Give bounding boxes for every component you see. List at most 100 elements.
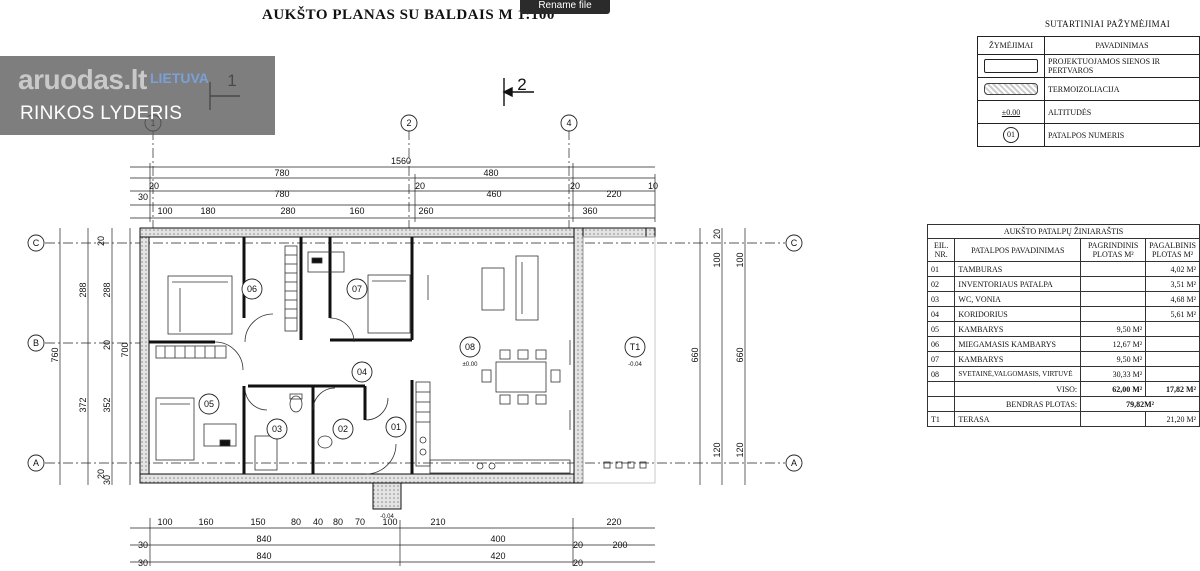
dim-top-100: 100 — [157, 206, 172, 216]
logo-sub-text: RINKOS LYDERIS — [20, 103, 183, 124]
dim-top-20c: 20 — [570, 181, 580, 191]
axis-label-c-right: C — [791, 238, 798, 248]
legend-row-walls: PROJEKTUOJAMOS SIENOS IR PERTVAROS — [1044, 54, 1200, 78]
dim-bottom-210: 210 — [430, 517, 445, 527]
plain-wall-swatch-icon — [984, 59, 1038, 73]
axis-label-v4: 4 — [566, 118, 571, 128]
room-01-number: 01 — [391, 422, 401, 432]
dim-right-120b: 120 — [735, 442, 745, 457]
dim-top-480: 480 — [483, 168, 498, 178]
aruodas-logo: aruodas.lt LIETUVA RINKOS LYDERIS — [0, 56, 275, 135]
room-number-symbol: 01 — [1003, 127, 1019, 143]
dim-top-360: 360 — [582, 206, 597, 216]
dim-left-20-top: 20 — [96, 236, 106, 246]
section-mark-2: 2 — [517, 75, 526, 94]
dim-right-20a: 20 — [712, 229, 722, 239]
dim-right-100a: 100 — [712, 252, 722, 267]
dim-bottom-30b: 30 — [138, 558, 148, 568]
room-08-altitude: ±0.00 — [463, 362, 479, 368]
logo-overlay-text: LIETUVA — [150, 70, 209, 86]
terrace-altitude: -0.04 — [628, 362, 642, 368]
legend-header-symbol: ŽYMĖJIMAI — [977, 36, 1045, 55]
dim-bottom-80b: 80 — [333, 517, 343, 527]
schedule-header-name: PATALPOS PAVADINIMAS — [954, 238, 1082, 262]
dim-bottom-100: 100 — [157, 517, 172, 527]
terrace-number: T1 — [630, 342, 641, 352]
dim-top-180: 180 — [200, 206, 215, 216]
dim-top-30: 30 — [138, 192, 148, 202]
schedule-grand-label: BENDRAS PLOTAS: — [954, 396, 1082, 412]
dim-top-280: 280 — [280, 206, 295, 216]
axis-label-b-left: B — [33, 338, 39, 348]
legend-row-room-number: PATALPOS NUMERIS — [1044, 123, 1200, 147]
page-title: AUKŠTO PLANAS SU BALDAIS M 1:100 — [262, 7, 555, 23]
dim-top-260: 260 — [418, 206, 433, 216]
dim-bottom-20b: 20 — [573, 558, 583, 568]
dim-bottom-220: 220 — [606, 517, 621, 527]
dim-top-780b: 780 — [274, 189, 289, 199]
dim-left-20: 20 — [102, 340, 112, 350]
room-schedule-table: AUKŠTO PATALPŲ ŽINIARAŠTIS EIL. NR. PATA… — [926, 224, 1200, 427]
hatch-insulation-swatch-icon — [984, 83, 1038, 95]
rename-file-button[interactable]: Rename file — [520, 0, 610, 14]
schedule-total-main: 62,00 M² — [1080, 381, 1147, 397]
entry-step — [372, 482, 402, 510]
furniture — [155, 236, 656, 484]
dim-right-100b: 100 — [735, 252, 745, 267]
dim-left-288b: 288 — [102, 282, 112, 297]
dim-bottom-420: 420 — [490, 551, 505, 561]
room-02-number: 02 — [338, 424, 348, 434]
dim-bottom-20a: 20 — [573, 540, 583, 550]
room-number-circles — [198, 278, 646, 440]
dim-top-160: 160 — [349, 206, 364, 216]
dim-top-20a: 20 — [149, 181, 159, 191]
dim-bottom-70: 70 — [355, 517, 365, 527]
axis-label-v2: 2 — [406, 118, 411, 128]
dim-left-30: 30 — [102, 475, 112, 485]
interior-partitions — [149, 237, 414, 474]
room-04-number: 04 — [357, 367, 367, 377]
altitude-symbol: ±0.00 — [1001, 107, 1021, 117]
entry-altitude: -0.04 — [380, 514, 394, 520]
dim-bottom-80a: 80 — [291, 517, 301, 527]
schedule-header-main: PAGRINDINIS PLOTAS M² — [1080, 238, 1147, 262]
dim-left-20-bottom: 20 — [96, 469, 106, 479]
dim-top-460: 460 — [486, 189, 501, 199]
axis-label-c-left: C — [33, 238, 40, 248]
schedule-total-label: VISO: — [954, 381, 1082, 397]
room-07-number: 07 — [352, 284, 362, 294]
dim-bottom-160: 160 — [198, 517, 213, 527]
schedule-grand-row: BENDRAS PLOTAS: 79,82M² — [926, 396, 1200, 412]
room-05-number: 05 — [204, 399, 214, 409]
schedule-total-aux: 17,82 M² — [1145, 381, 1200, 397]
dim-left-372: 372 — [78, 397, 88, 412]
room-03-number: 03 — [272, 424, 282, 434]
schedule-header-nr: EIL. NR. — [926, 238, 956, 262]
dim-right-120a: 120 — [712, 442, 722, 457]
legend-table: ŽYMĖJIMAI PAVADINIMAS PROJEKTUOJAMOS SIE… — [977, 36, 1200, 147]
dim-top-total: 1560 — [391, 156, 411, 166]
legend-caption: SUTARTINIAI PAŽYMĖJIMAI — [1045, 19, 1171, 29]
dim-bottom-100b: 100 — [382, 517, 397, 527]
schedule-total-row: VISO: 62,00 M² 17,82 M² — [926, 381, 1200, 397]
schedule-caption: AUKŠTO PATALPŲ ŽINIARAŠTIS — [927, 224, 1200, 239]
dim-left-352: 352 — [102, 397, 112, 412]
dim-top-220: 220 — [606, 189, 621, 199]
room-06-number: 06 — [247, 284, 257, 294]
dim-left-760: 760 — [50, 347, 60, 362]
dim-bottom-400: 400 — [490, 534, 505, 544]
exterior-walls — [139, 227, 656, 484]
logo-main-text: aruodas.lt — [18, 64, 147, 95]
schedule-grand-value: 79,82M² — [1080, 396, 1200, 412]
legend-row-insulation: TERMOIZOLIACIJA — [1044, 77, 1200, 101]
legend-row-altitude: ALTITUDĖS — [1044, 100, 1200, 124]
dim-bottom-40: 40 — [313, 517, 323, 527]
